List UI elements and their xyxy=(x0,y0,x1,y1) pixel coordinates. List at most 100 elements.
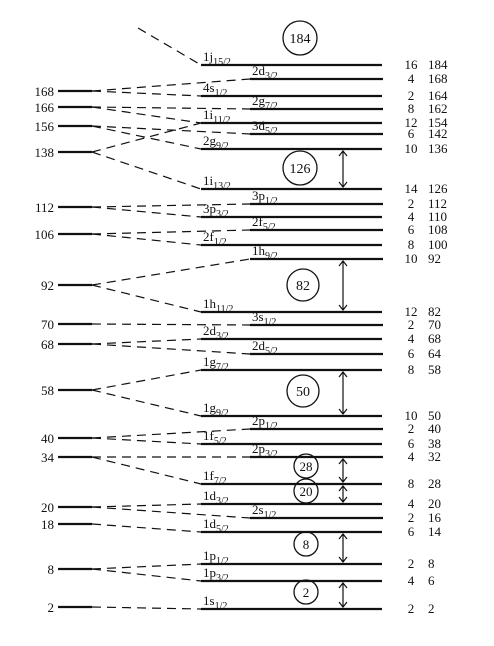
state-label: 1p3/2 xyxy=(203,565,229,584)
state-label: 1g7/2 xyxy=(203,354,229,373)
state-label: 2f1/2 xyxy=(203,229,227,248)
left-level: 168 xyxy=(35,84,92,99)
dashed-connector xyxy=(91,125,251,135)
state-name: 1f xyxy=(203,428,215,443)
left-level: 8 xyxy=(48,562,92,577)
occupancy-label: 8 xyxy=(408,362,415,377)
gap-arrow-head-up xyxy=(338,582,348,589)
dashed-connector xyxy=(91,563,202,570)
left-level-label: 2 xyxy=(48,600,55,615)
state-name: 1g xyxy=(203,354,217,369)
state-subscript: 9/2 xyxy=(265,251,278,262)
gap-arrow-head-down xyxy=(338,408,348,415)
state-label: 1d5/2 xyxy=(203,516,229,535)
state-subscript: 1/2 xyxy=(264,317,277,328)
state-label: 1p1/2 xyxy=(203,548,229,567)
state-label: 1d3/2 xyxy=(203,488,229,507)
occupancy-label: 6 xyxy=(408,346,415,361)
magic-number-circle xyxy=(282,150,318,186)
left-level-label: 40 xyxy=(41,431,54,446)
occupancy-label: 12 xyxy=(405,304,418,319)
state-label: 1s1/2 xyxy=(203,593,227,612)
state-subscript: 5/2 xyxy=(216,524,229,535)
state-name: 1j xyxy=(203,49,213,64)
left-level: 92 xyxy=(41,278,92,293)
state-name: 2d xyxy=(203,323,217,338)
occupancy-label: 2 xyxy=(408,601,415,616)
state-name: 3p xyxy=(252,188,265,203)
occupancy-label: 6 xyxy=(408,126,415,141)
dashed-connector xyxy=(91,437,202,445)
occupancy-label: 8 xyxy=(408,237,415,252)
dashed-connector xyxy=(91,206,202,218)
dashed-connector xyxy=(91,338,202,345)
state-name: 1h xyxy=(252,243,266,258)
state-subscript: 3/2 xyxy=(265,449,278,460)
occupancy-label: 4 xyxy=(408,71,415,86)
cumulative-label: 126 xyxy=(428,181,448,196)
cumulative-label: 6 xyxy=(428,573,435,588)
magic-number: 184 xyxy=(282,20,318,56)
state-label: 2g9/2 xyxy=(203,133,229,152)
state-label: 2g7/2 xyxy=(252,93,278,112)
state-name: 2f xyxy=(252,214,264,229)
left-level-label: 34 xyxy=(41,450,55,465)
state-subscript: 1/2 xyxy=(265,196,278,207)
left-level-label: 92 xyxy=(41,278,54,293)
occupancy-label: 4 xyxy=(408,573,415,588)
gap-arrow-head-down xyxy=(338,601,348,608)
cumulative-label: 142 xyxy=(428,126,448,141)
left-level: 156 xyxy=(35,119,92,134)
state-name: 1g xyxy=(203,400,217,415)
cumulative-label: 40 xyxy=(428,421,441,436)
left-level: 68 xyxy=(41,337,92,352)
gap-arrow xyxy=(338,582,348,608)
state-name: 2d xyxy=(252,338,266,353)
gap-arrow-head-down xyxy=(338,181,348,188)
state-name: 1d xyxy=(203,516,217,531)
cumulative-label: 70 xyxy=(428,317,441,332)
state-subscript: 7/2 xyxy=(216,362,229,373)
shell-gap-arrows xyxy=(338,150,348,608)
dashed-connector xyxy=(91,106,251,110)
state-name: 3p xyxy=(203,201,216,216)
cumulative-label: 64 xyxy=(428,346,442,361)
magic-number-label: 2 xyxy=(303,585,310,600)
magic-number-circle xyxy=(286,374,320,408)
occupancy-label: 16 xyxy=(405,57,419,72)
state-subscript: 1/2 xyxy=(265,421,278,432)
occupancy-label: 2 xyxy=(408,317,415,332)
state-subscript: 7/2 xyxy=(265,101,278,112)
left-level: 166 xyxy=(35,100,92,115)
dashed-connector xyxy=(91,90,202,97)
occupancy-label: 12 xyxy=(405,115,418,130)
gap-arrow xyxy=(338,260,348,311)
state-subscript: 5/2 xyxy=(214,436,227,447)
left-level: 18 xyxy=(41,517,92,532)
state-subscript: 5/2 xyxy=(265,126,278,137)
dashed-connector xyxy=(91,389,202,417)
gap-arrow-head-down xyxy=(338,496,348,503)
dashed-connector xyxy=(91,323,251,326)
left-level: 106 xyxy=(35,227,92,242)
left-level-label: 168 xyxy=(35,84,55,99)
state-label: 3p1/2 xyxy=(252,188,278,207)
magic-number-label: 184 xyxy=(290,32,311,47)
dashed-connector xyxy=(91,523,202,533)
dashed-connector xyxy=(91,568,202,582)
state-subscript: 11/2 xyxy=(216,304,233,315)
occupancy-label: 4 xyxy=(408,449,415,464)
dashed-connector xyxy=(91,122,202,153)
magic-number: 82 xyxy=(286,268,320,302)
dashed-connector xyxy=(91,456,202,485)
occupancy-label: 8 xyxy=(408,101,415,116)
